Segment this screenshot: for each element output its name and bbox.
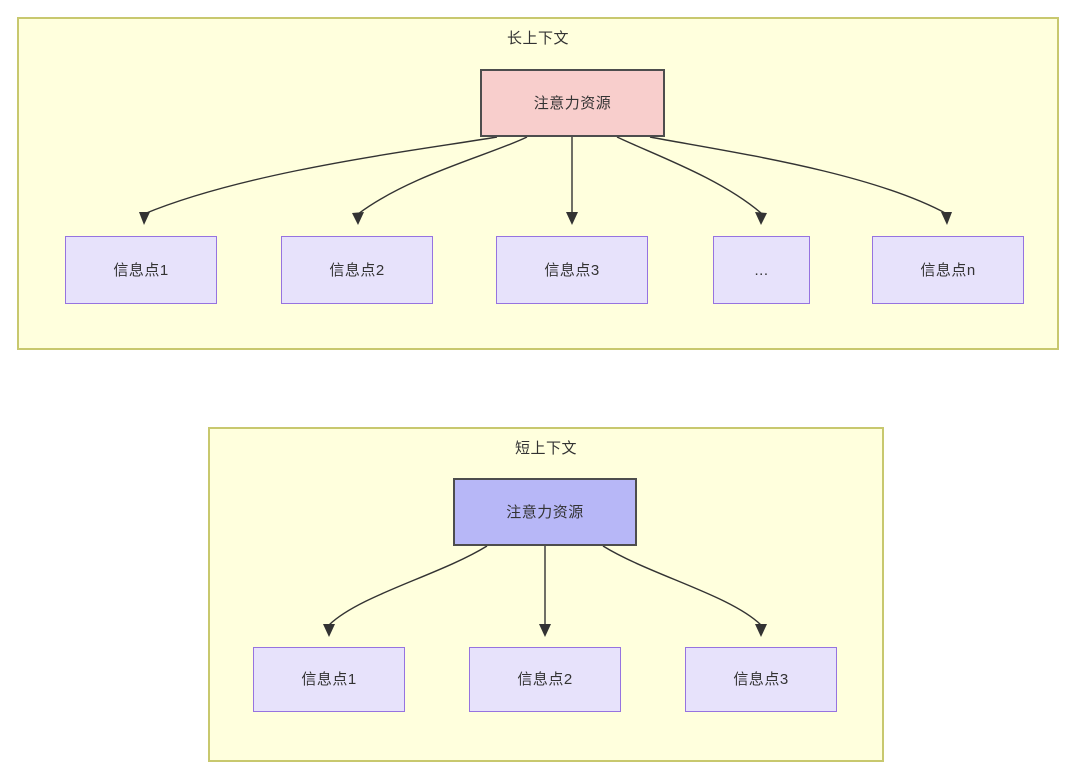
group-long-context-title: 长上下文	[506, 30, 569, 47]
node-info-point-long-3[interactable]: 信息点3	[496, 236, 648, 304]
group-short-context-title: 短上下文	[514, 440, 577, 457]
node-info-point-long-2[interactable]: 信息点2	[281, 236, 433, 304]
node-info-point-short-2[interactable]: 信息点2	[469, 647, 621, 712]
node-info-point-long-1[interactable]: 信息点1	[65, 236, 217, 304]
node-label: ...	[754, 261, 769, 279]
node-info-point-long-ellipsis[interactable]: ...	[713, 236, 810, 304]
node-label: 信息点3	[544, 261, 600, 279]
node-label: 信息点1	[301, 671, 357, 688]
node-attention-resource-short[interactable]: 注意力资源	[453, 478, 637, 546]
node-label: 信息点3	[733, 671, 789, 688]
node-label: 信息点1	[113, 261, 169, 279]
node-label: 信息点n	[920, 261, 976, 279]
node-info-point-short-3[interactable]: 信息点3	[685, 647, 837, 712]
node-label: 信息点2	[517, 671, 573, 688]
node-label: 注意力资源	[533, 94, 612, 112]
node-info-point-short-1[interactable]: 信息点1	[253, 647, 405, 712]
node-label: 信息点2	[329, 261, 385, 279]
node-info-point-long-n[interactable]: 信息点n	[872, 236, 1024, 304]
node-attention-resource-long[interactable]: 注意力资源	[480, 69, 665, 137]
node-label: 注意力资源	[506, 503, 584, 521]
